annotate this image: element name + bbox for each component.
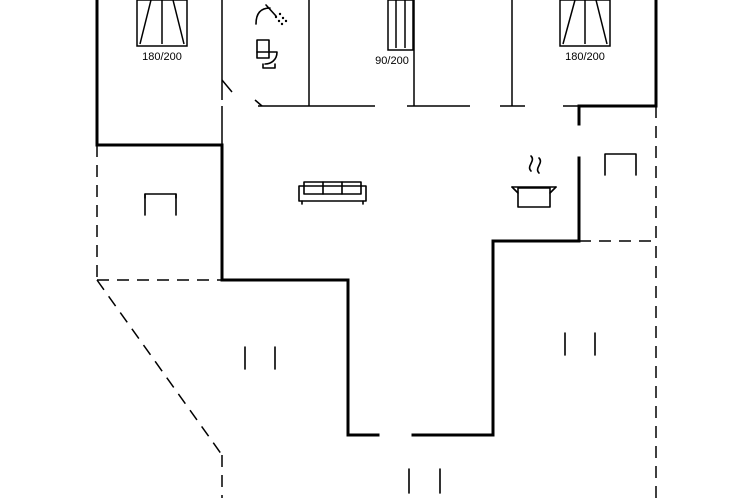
bed-icon	[387, 0, 414, 51]
interior-walls	[221, 0, 579, 145]
cooking-pot-icon	[511, 155, 557, 208]
bed-size-label: 90/200	[375, 55, 409, 67]
bed-icon	[559, 0, 611, 47]
bed-size-label: 180/200	[142, 51, 182, 63]
toilet-icon	[256, 39, 278, 69]
bed-size-label: 180/200	[565, 51, 605, 63]
terrace-outlines	[96, 106, 657, 498]
chair-icon	[144, 193, 177, 216]
shower-icon	[255, 4, 288, 26]
chair-icon	[604, 153, 637, 176]
bed-icon	[136, 0, 188, 47]
sofa-icon	[298, 181, 367, 205]
terrace-marks	[244, 332, 596, 494]
